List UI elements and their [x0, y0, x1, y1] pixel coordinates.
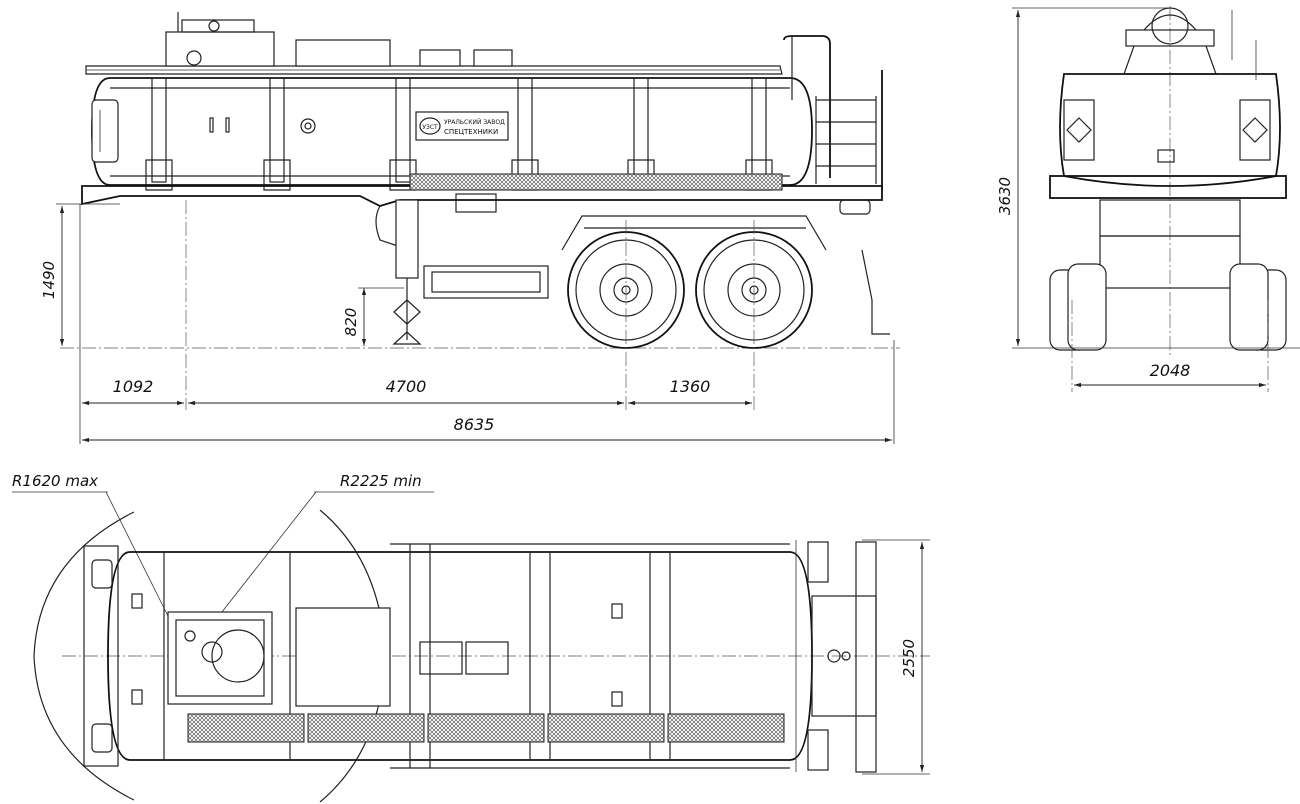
equipment-box [295, 39, 391, 67]
dim-track-width: 2048 [1150, 361, 1191, 380]
top-view: R1620 max R2225 min [12, 472, 930, 803]
side-view: УЗСТ УРАЛЬСКИЙ ЗАВОД СПЕЦТЕХНИКИ [40, 12, 900, 444]
logo-line1: УРАЛЬСКИЙ ЗАВОД [444, 119, 505, 126]
logo-mark: УЗСТ [422, 124, 438, 131]
rear-tank [1059, 73, 1281, 187]
rear-view: 3630 2048 [996, 6, 1300, 392]
dim-axle-spacing: 1360 [670, 377, 711, 396]
rear-ladder [815, 70, 883, 190]
dim-hitch-height: 1490 [40, 261, 58, 299]
radius-front-swing: R1620 max [12, 472, 98, 490]
side-guard [409, 173, 783, 191]
dim-support-height: 820 [342, 308, 360, 337]
dim-front-overhang: 1092 [113, 377, 154, 396]
logo-line2: СПЕЦТЕХНИКИ [444, 128, 498, 136]
support-leg [392, 199, 422, 345]
toolbox [423, 265, 549, 299]
dim-wheelbase: 4700 [386, 377, 427, 396]
front-cabinet [91, 99, 119, 163]
logo-plate [415, 111, 509, 141]
top-tank [107, 551, 813, 761]
dim-total-length: 8635 [454, 415, 495, 434]
dim-total-width: 2550 [900, 639, 918, 677]
radius-turn-clearance: R2225 min [340, 472, 422, 490]
manhole-box [165, 31, 275, 67]
walkway-grating [187, 713, 785, 743]
dim-total-height: 3630 [996, 177, 1014, 215]
